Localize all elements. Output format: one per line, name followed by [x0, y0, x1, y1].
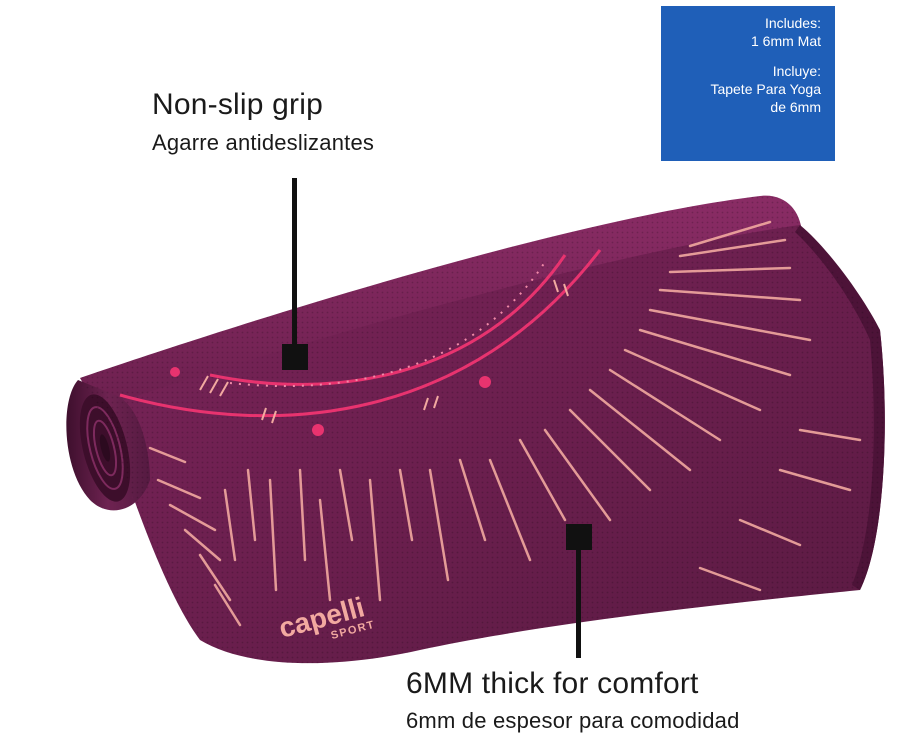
includes-es-item-line1: Tapete Para Yoga	[710, 81, 821, 97]
grip-leader-line	[292, 178, 297, 348]
grip-title: Non-slip grip	[152, 88, 323, 121]
includes-en-heading: Includes:	[764, 15, 821, 31]
thickness-marker	[566, 524, 592, 550]
thickness-leader-line	[576, 548, 581, 658]
includes-es-heading: Incluye:	[772, 63, 821, 79]
includes-es-item-line2: de 6mm	[770, 99, 821, 115]
includes-en-item: 1 6mm Mat	[750, 33, 821, 49]
thickness-subtitle: 6mm de espesor para comodidad	[406, 708, 740, 733]
mat-arcs	[119, 249, 602, 418]
grip-subtitle: Agarre antideslizantes	[152, 130, 375, 155]
includes-box: Includes: 1 6mm Mat Incluye: Tapete Para…	[661, 6, 835, 161]
grip-marker	[282, 344, 308, 370]
mat-rays	[148, 220, 862, 627]
thickness-title: 6MM thick for comfort	[406, 667, 699, 700]
